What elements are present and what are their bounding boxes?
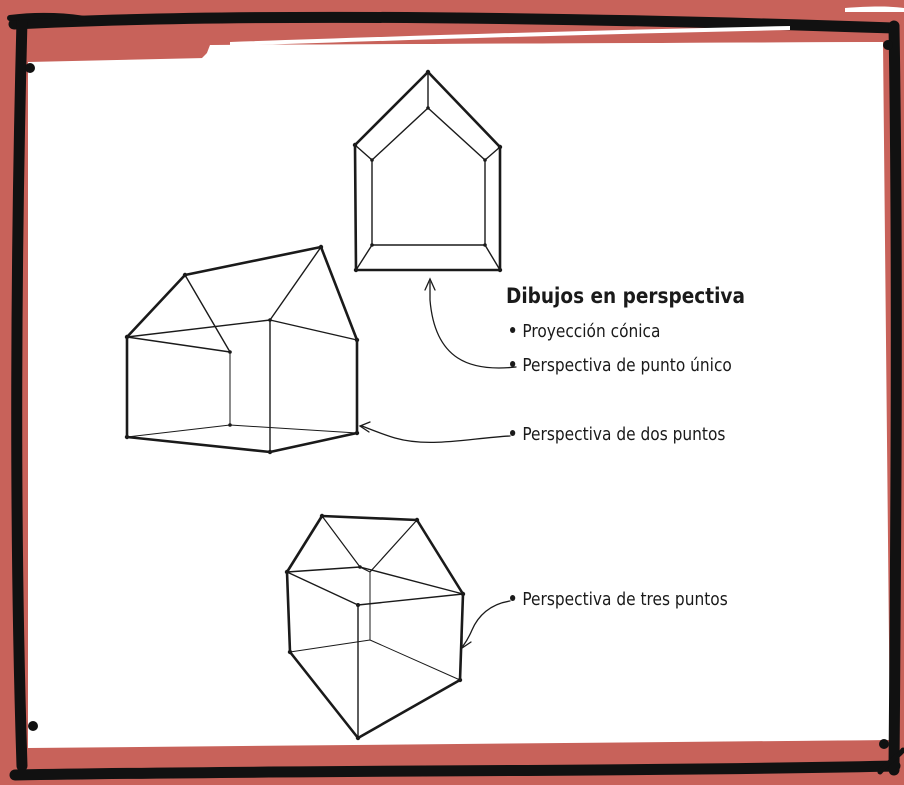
bullet-dot bbox=[510, 327, 516, 333]
arrowhead-three-point bbox=[461, 635, 472, 650]
bullet-two-point-perspective: Perspectiva de dos puntos bbox=[510, 425, 725, 445]
bullet-label: Perspectiva de punto único bbox=[522, 356, 732, 376]
bullet-label: Proyección cónica bbox=[522, 322, 661, 342]
house-two-point-perspective bbox=[124, 244, 360, 455]
arrowhead-one-point bbox=[424, 277, 436, 291]
connector-three-point bbox=[462, 600, 511, 647]
bullet-dot bbox=[510, 430, 516, 436]
diagram-title: Dibujos en perspectiva bbox=[506, 284, 745, 308]
torn-edge-highlights bbox=[60, 6, 904, 74]
bullet-one-point-perspective: Perspectiva de punto único bbox=[510, 356, 732, 376]
inner-paper bbox=[30, 42, 882, 746]
bullet-three-point-perspective: Perspectiva de tres puntos bbox=[510, 590, 728, 610]
black-border bbox=[7, 11, 904, 781]
arrowhead-two-point bbox=[358, 421, 371, 433]
bullet-dot bbox=[510, 361, 516, 367]
connector-lines bbox=[358, 277, 517, 650]
corner-dots bbox=[25, 40, 893, 749]
bullet-dot bbox=[510, 595, 516, 601]
connector-two-point bbox=[361, 425, 511, 443]
connector-one-point bbox=[429, 281, 517, 369]
house-one-point-perspective bbox=[352, 69, 503, 273]
bullet-conical-projection: Proyección cónica bbox=[510, 322, 660, 342]
bullet-label: Perspectiva de dos puntos bbox=[522, 425, 726, 445]
bullet-label: Perspectiva de tres puntos bbox=[522, 590, 728, 610]
